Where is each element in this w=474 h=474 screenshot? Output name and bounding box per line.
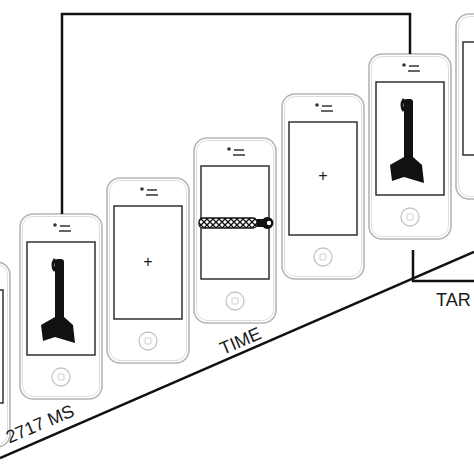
phone-part — [322, 105, 332, 107]
phone-part — [145, 338, 151, 344]
phone-part — [320, 254, 326, 260]
phone-part — [257, 217, 273, 229]
phone-part — [23, 217, 100, 397]
phone-part — [199, 218, 257, 228]
phone-part — [147, 189, 157, 191]
phone-screen — [289, 122, 357, 235]
phone-part — [107, 178, 189, 363]
phone-part — [20, 214, 102, 399]
phone-part — [372, 57, 449, 237]
rope-picture — [199, 217, 273, 229]
phone-part — [369, 54, 451, 239]
fixation-cross: + — [318, 168, 327, 184]
phone-outline — [107, 178, 189, 363]
phone-part — [282, 94, 364, 279]
phone-part — [197, 141, 274, 321]
phone-part — [285, 97, 362, 277]
repeat-bracket — [62, 14, 410, 214]
phone-part — [404, 99, 413, 161]
target-bracket — [413, 250, 474, 281]
phone-part — [140, 187, 144, 191]
phone-part — [315, 103, 319, 107]
phone-outline — [456, 14, 474, 199]
phone-screen — [114, 206, 182, 319]
phone-part — [459, 17, 474, 197]
phone-outline — [0, 262, 10, 447]
phone-part — [59, 230, 71, 232]
fixation-cross: + — [143, 254, 152, 270]
phone-outline — [282, 94, 364, 279]
phone-part — [321, 110, 333, 112]
phone-part — [390, 157, 424, 183]
phone-part — [110, 181, 187, 361]
phone-screen — [463, 42, 474, 155]
phone-part — [402, 63, 406, 67]
phone-part — [0, 265, 8, 445]
time-axis — [0, 252, 474, 458]
phone-part — [227, 147, 231, 151]
phone-outline — [194, 138, 276, 323]
phone-part — [314, 248, 332, 266]
phone-part — [55, 259, 64, 321]
phone-part — [146, 194, 158, 196]
phone-part — [402, 99, 404, 111]
phone-screen — [27, 242, 95, 355]
phone-part — [41, 317, 75, 343]
phone-part — [58, 374, 64, 380]
phone-part — [226, 292, 244, 310]
phone-part — [232, 298, 238, 304]
phone-outline — [369, 54, 451, 239]
phone-part — [233, 154, 245, 156]
phone-part — [409, 65, 419, 67]
axe-picture — [41, 259, 75, 343]
phone-outline — [20, 214, 102, 399]
phone-part — [407, 214, 413, 220]
phone-screen — [376, 82, 444, 195]
phone-part — [267, 221, 271, 225]
phone-part — [456, 14, 474, 199]
phone-part — [139, 332, 157, 350]
phone-part — [53, 223, 57, 227]
phone-part — [401, 208, 419, 226]
phone-part — [60, 225, 70, 227]
phone-part — [52, 368, 70, 386]
phone-part — [0, 262, 10, 447]
axe-picture — [390, 99, 424, 183]
phone-part — [234, 149, 244, 151]
target-label: TAR — [436, 291, 471, 309]
phone-part — [53, 259, 55, 271]
phone-part — [408, 70, 420, 72]
phone-part — [194, 138, 276, 323]
phone-screen — [0, 290, 3, 403]
